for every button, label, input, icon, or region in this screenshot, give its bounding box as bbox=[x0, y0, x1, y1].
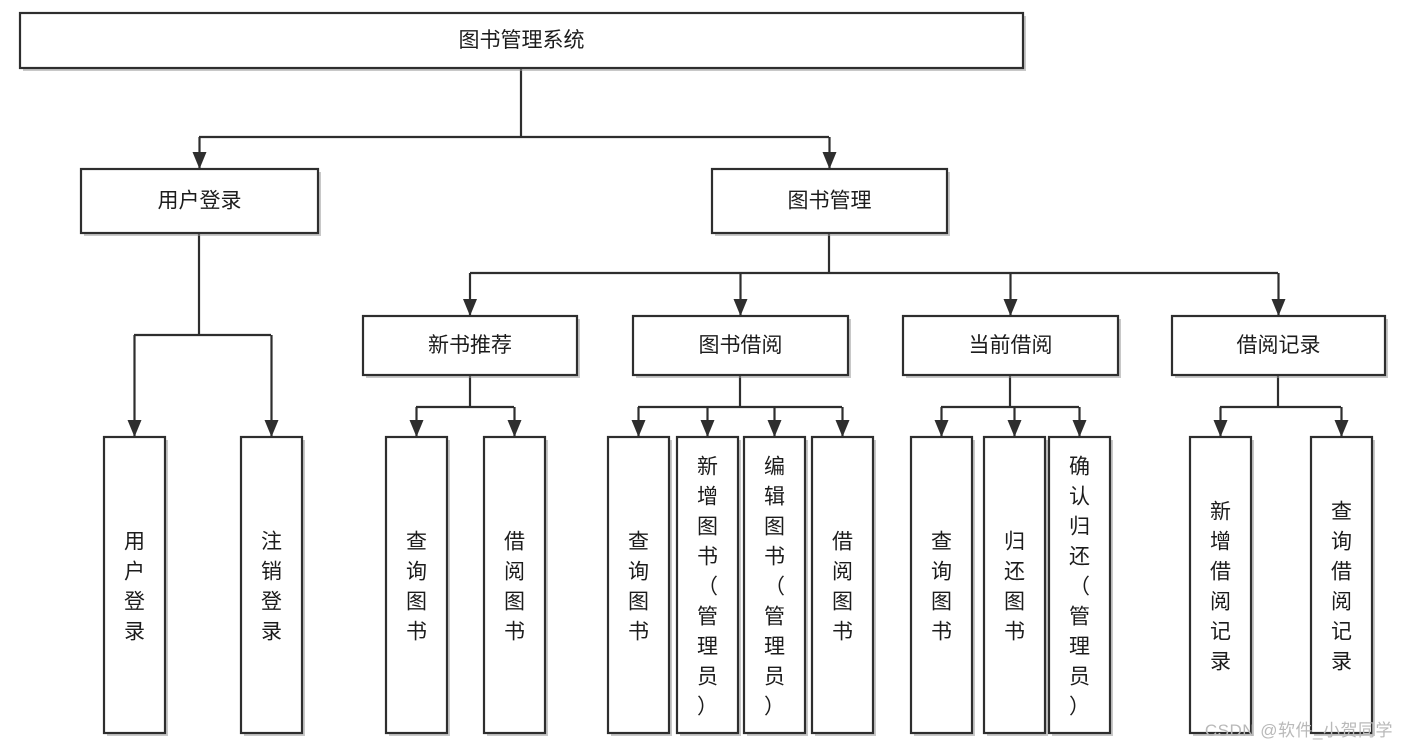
node-new-book-recommend[interactable]: 新书推荐 bbox=[361, 314, 580, 378]
node-rect[interactable] bbox=[675, 435, 740, 735]
arrow-head-icon bbox=[631, 420, 646, 437]
connector-layer bbox=[127, 68, 1349, 437]
node-book-manage[interactable]: 图书管理 bbox=[710, 167, 950, 236]
arrow-head-icon bbox=[192, 152, 207, 169]
connector-group-bus-current-borrow bbox=[941, 375, 1079, 409]
node-label: 归还图书 bbox=[1004, 530, 1025, 643]
node-label: 借阅图书 bbox=[832, 530, 853, 643]
connector-group-bus-new-book bbox=[416, 375, 514, 409]
node-rect[interactable] bbox=[909, 435, 974, 735]
node-label: 新书推荐 bbox=[428, 334, 512, 357]
node-rect[interactable] bbox=[631, 314, 850, 377]
node-rect[interactable] bbox=[384, 435, 449, 735]
node-label: 图书管理 bbox=[788, 190, 872, 213]
arrow-head-icon bbox=[264, 420, 279, 437]
node-leaf-user-login[interactable]: 用户登录 bbox=[102, 435, 168, 736]
node-label: 查询借阅记录 bbox=[1331, 500, 1352, 673]
node-rect[interactable] bbox=[79, 167, 320, 235]
arrow-head-icon bbox=[1334, 420, 1349, 437]
arrow-head-icon bbox=[767, 420, 782, 437]
arrow-head-icon bbox=[409, 420, 424, 437]
arrow-head-icon bbox=[733, 299, 748, 316]
node-book-borrow[interactable]: 图书借阅 bbox=[631, 314, 851, 378]
node-label: 查询图书 bbox=[406, 530, 427, 643]
node-leaf-edit-book[interactable]: 编辑图书（管理员） bbox=[742, 435, 808, 736]
node-rect[interactable] bbox=[606, 435, 671, 735]
node-rect[interactable] bbox=[1188, 435, 1253, 735]
node-label: 新增借阅记录 bbox=[1210, 500, 1231, 673]
node-label: 注销登录 bbox=[261, 530, 282, 643]
arrow-head-icon bbox=[463, 299, 477, 316]
arrow-head-icon bbox=[1003, 299, 1018, 316]
node-label: 查询图书 bbox=[628, 530, 649, 643]
connector-group-bus-book-manage bbox=[470, 233, 1278, 275]
arrow-head-icon bbox=[507, 420, 522, 437]
node-rect[interactable] bbox=[710, 167, 949, 235]
node-leaf-add-record[interactable]: 新增借阅记录 bbox=[1188, 435, 1254, 736]
node-label: 新增图书（管理员） bbox=[697, 455, 718, 718]
node-leaf-return-book[interactable]: 归还图书 bbox=[982, 435, 1048, 736]
node-leaf-add-book[interactable]: 新增图书（管理员） bbox=[675, 435, 741, 736]
node-layer: 图书管理系统用户登录图书管理新书推荐图书借阅当前借阅借阅记录用户登录注销登录查询… bbox=[18, 11, 1388, 736]
node-rect[interactable] bbox=[361, 314, 579, 377]
node-borrow-record[interactable]: 借阅记录 bbox=[1170, 314, 1388, 378]
connector-group-bus-borrow-record bbox=[1220, 375, 1341, 409]
node-user-login[interactable]: 用户登录 bbox=[79, 167, 321, 236]
node-leaf-query-book-2[interactable]: 查询图书 bbox=[606, 435, 672, 736]
node-rect[interactable] bbox=[1170, 314, 1387, 377]
node-rect[interactable] bbox=[1309, 435, 1374, 735]
node-rect[interactable] bbox=[982, 435, 1047, 735]
arrow-head-icon bbox=[835, 420, 850, 437]
csdn-watermark: CSDN @软件_小贺同学 bbox=[1204, 721, 1393, 740]
node-label: 编辑图书（管理员） bbox=[764, 455, 785, 718]
node-rect[interactable] bbox=[810, 435, 875, 735]
node-leaf-borrow-book-2[interactable]: 借阅图书 bbox=[810, 435, 876, 736]
arrow-head-icon bbox=[1213, 420, 1228, 437]
node-label: 借阅图书 bbox=[504, 530, 525, 643]
node-rect[interactable] bbox=[239, 435, 304, 735]
node-leaf-borrow-book-1[interactable]: 借阅图书 bbox=[482, 435, 548, 736]
node-rect[interactable] bbox=[901, 314, 1120, 377]
connector-group-bus-root bbox=[199, 68, 829, 139]
node-leaf-confirm-return[interactable]: 确认归还（管理员） bbox=[1047, 435, 1113, 736]
node-label: 确认归还（管理员） bbox=[1069, 455, 1090, 718]
arrow-head-icon bbox=[700, 420, 715, 437]
node-rect[interactable] bbox=[482, 435, 547, 735]
node-rect[interactable] bbox=[102, 435, 167, 735]
node-label: 查询图书 bbox=[931, 530, 952, 643]
arrow-head-icon bbox=[1072, 420, 1087, 437]
node-current-borrow[interactable]: 当前借阅 bbox=[901, 314, 1121, 378]
node-label: 用户登录 bbox=[158, 190, 242, 213]
node-rect[interactable] bbox=[18, 11, 1025, 70]
node-label: 图书借阅 bbox=[699, 334, 783, 357]
node-leaf-query-book-1[interactable]: 查询图书 bbox=[384, 435, 450, 736]
node-root[interactable]: 图书管理系统 bbox=[18, 11, 1026, 71]
node-leaf-logout-login[interactable]: 注销登录 bbox=[239, 435, 305, 736]
node-leaf-query-record[interactable]: 查询借阅记录 bbox=[1309, 435, 1375, 736]
node-label: 图书管理系统 bbox=[459, 29, 585, 52]
arrow-head-icon bbox=[1007, 420, 1022, 437]
node-leaf-query-book-3[interactable]: 查询图书 bbox=[909, 435, 975, 736]
node-label: 借阅记录 bbox=[1237, 334, 1321, 357]
node-label: 当前借阅 bbox=[969, 334, 1053, 357]
arrow-head-icon bbox=[1271, 299, 1286, 316]
arrow-head-icon bbox=[127, 420, 142, 437]
arrow-head-icon bbox=[934, 420, 949, 437]
node-rect[interactable] bbox=[742, 435, 807, 735]
node-label: 用户登录 bbox=[124, 530, 145, 643]
connector-group-bus-user-login bbox=[134, 233, 271, 337]
arrow-head-icon bbox=[822, 152, 837, 169]
connector-group-bus-book-borrow bbox=[638, 375, 842, 409]
node-rect[interactable] bbox=[1047, 435, 1112, 735]
